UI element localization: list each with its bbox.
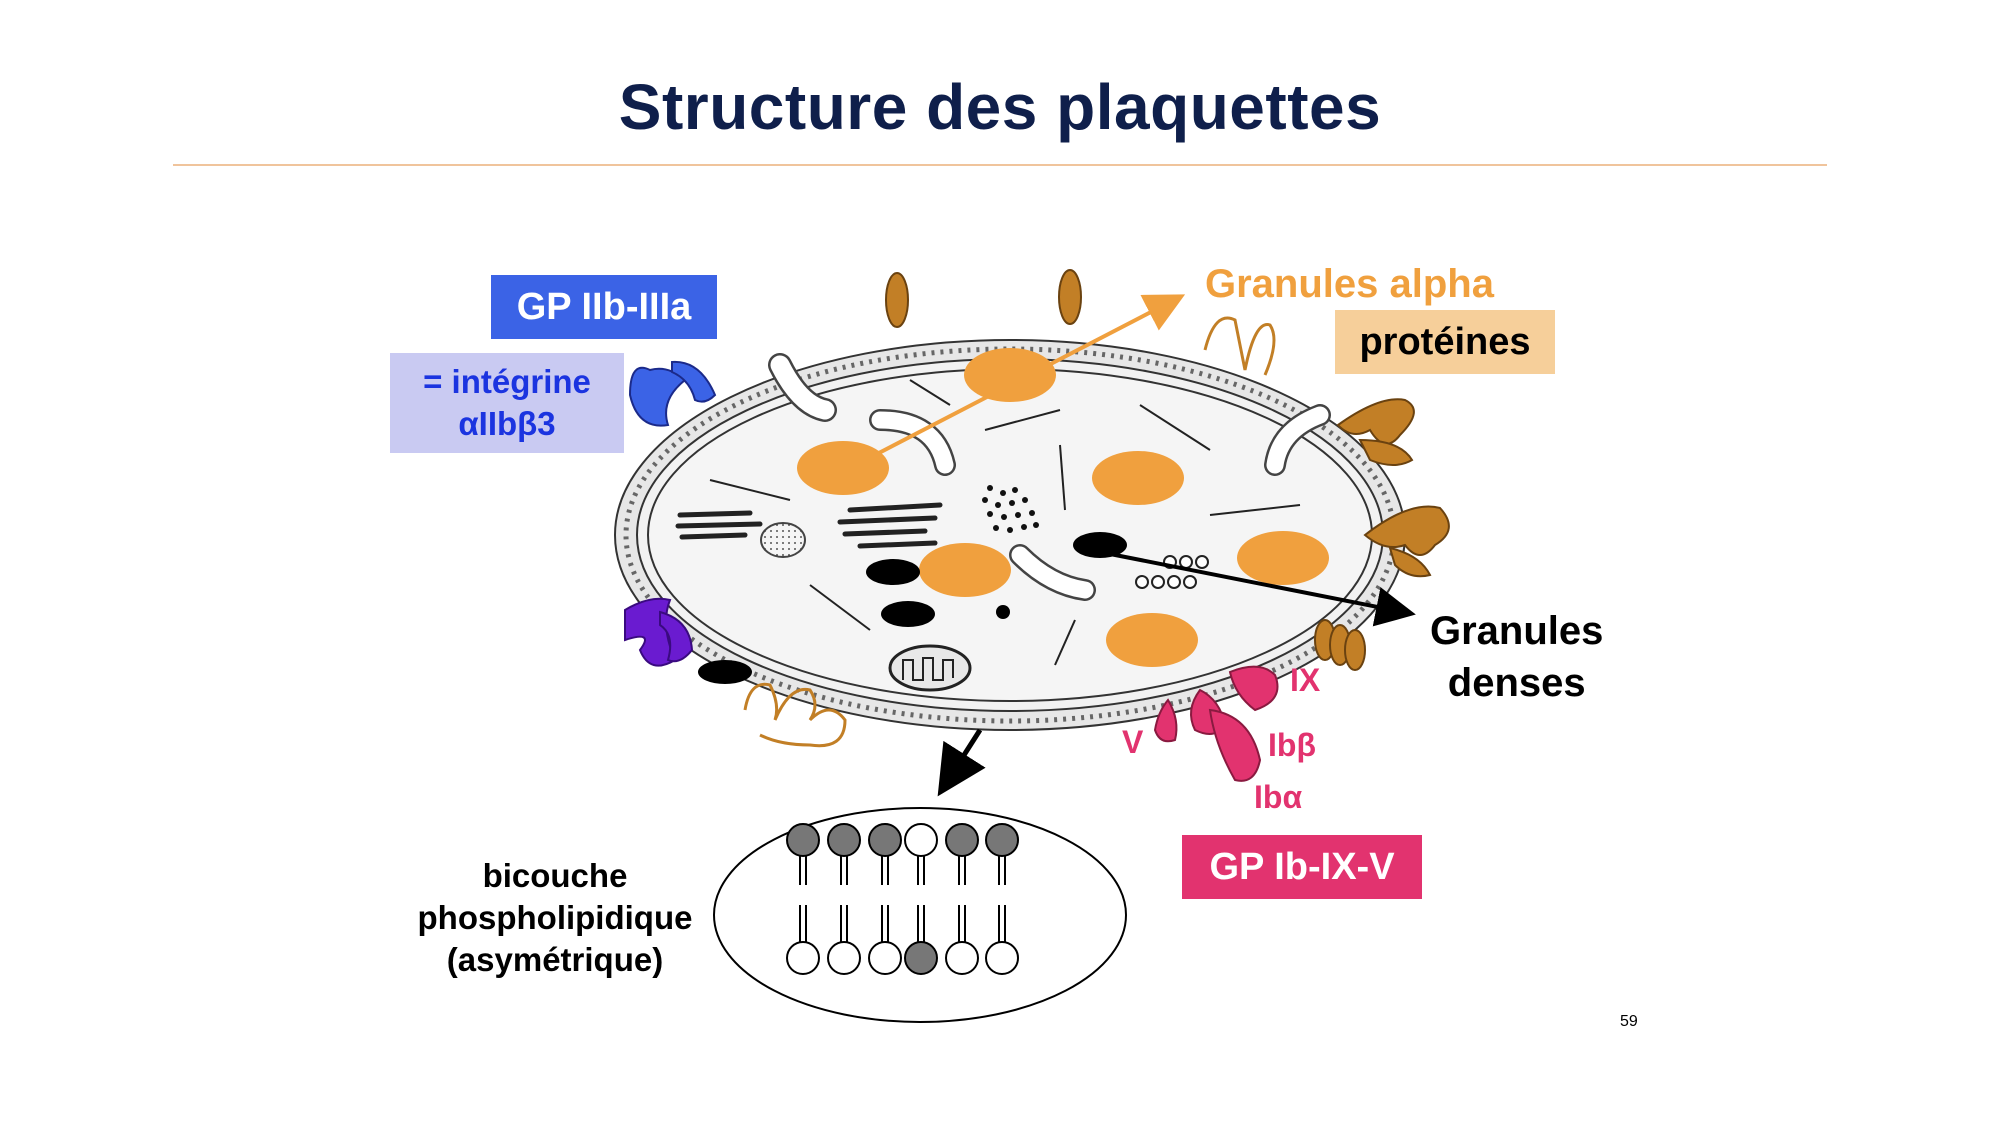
dense-granule: [881, 601, 935, 627]
protein-loop-bottom: [743, 682, 847, 748]
granules-denses-label: Granules denses: [1430, 605, 1603, 709]
slide-title: Structure des plaquettes: [618, 71, 1382, 143]
integrine-box: = intégrine αIIbβ3: [390, 353, 624, 453]
dense-granule: [866, 559, 920, 585]
alpha-granule-arrow: [874, 294, 1186, 457]
golgi-stack-2: [837, 502, 943, 549]
alpha-granule: [919, 543, 1011, 597]
bilayer-label: bicouche phospholipidique (asymétrique): [417, 857, 693, 978]
mitochondrion: [888, 644, 972, 692]
granules-denses-line2: denses: [1447, 661, 1586, 705]
bilayer-inset: [713, 807, 1127, 1023]
glycogen-particles: [982, 485, 1039, 533]
microtubules: [709, 379, 1301, 666]
title-divider: [173, 164, 1827, 166]
golgi-stack-1: [675, 510, 763, 540]
alpha-granule: [964, 348, 1056, 402]
alpha-granule: [1106, 613, 1198, 667]
receptor-brown-right: [1314, 398, 1450, 671]
canalicular-tube-1-fill: [770, 355, 835, 420]
alpha-protein-loop-top: [1203, 316, 1276, 376]
phospholipid-bottom-row: [786, 905, 1019, 975]
granules-denses-line1: Granules: [1430, 609, 1604, 653]
alpha-granule: [797, 441, 889, 495]
proteines-box: protéines: [1335, 310, 1555, 374]
integrine-line2: αIIbβ3: [458, 405, 556, 442]
gp-iib-iiia-box: GP IIb-IIIa: [491, 275, 717, 339]
receptor-pink-gpib: [1153, 665, 1279, 782]
phospholipid-bilayer: [786, 823, 1019, 975]
dotted-vesicle: [760, 522, 806, 558]
canalicular-tube-4-fill: [1266, 406, 1329, 474]
granules-alpha-label: Granules alpha: [1205, 262, 1494, 306]
dense-granule-small: [996, 605, 1010, 619]
page-number: 59: [1620, 1013, 1638, 1030]
receptor-blue-integrin: [628, 360, 717, 427]
gp-ib-beta-label: Ibβ: [1268, 727, 1316, 763]
dense-granules: [698, 532, 1127, 684]
gp-ib-ix-v-box: GP Ib-IX-V: [1182, 835, 1422, 899]
receptor-purple-integrin: [624, 597, 694, 667]
dense-granule: [1073, 532, 1127, 558]
gp-ib-alpha-label: Ibα: [1254, 779, 1303, 815]
small-vesicles: [1135, 555, 1209, 589]
alpha-granule: [1237, 531, 1329, 585]
canalicular-tube-3-fill: [1011, 546, 1094, 599]
dense-granule: [698, 660, 752, 684]
phospholipid-top-row: [786, 823, 1019, 885]
alpha-granules: [797, 348, 1329, 667]
dense-granule-arrow: [1099, 550, 1416, 627]
bilayer-arrow: [937, 728, 986, 797]
alpha-granule: [1092, 451, 1184, 505]
gp-v-label: V: [1122, 724, 1144, 760]
receptor-brown-top: [885, 269, 1082, 328]
gp-ix-label: IX: [1290, 662, 1321, 698]
integrine-line1: = intégrine: [423, 363, 591, 400]
